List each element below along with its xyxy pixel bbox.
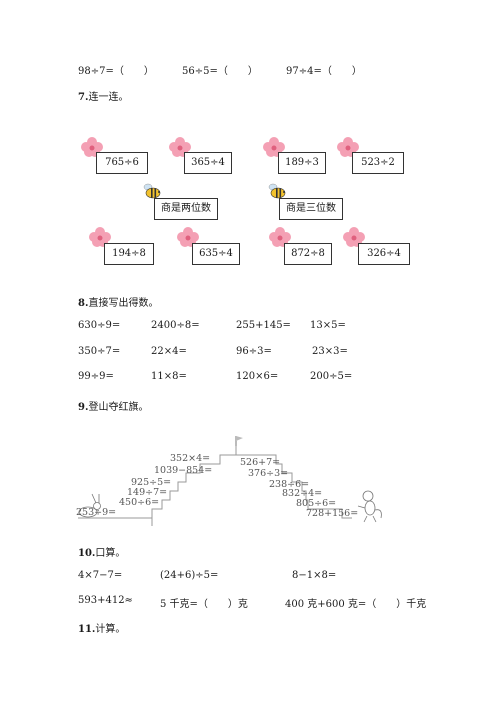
question-number: 8. <box>78 298 89 309</box>
q8-item: 13×5= <box>310 320 346 331</box>
question-10-heading: 10.口算。 <box>78 544 125 559</box>
flower-icon <box>263 137 285 157</box>
question-8-heading: 8.直接写出得数。 <box>78 294 158 309</box>
flower-icon <box>269 227 291 247</box>
q8-item: 99÷9= <box>78 371 114 382</box>
question-number: 10. <box>78 548 96 559</box>
question-title: 登山夺红旗。 <box>88 402 149 413</box>
left-step-5: 1039−854= <box>154 465 212 476</box>
connect-top-1: 765÷6 <box>96 152 148 174</box>
question-title: 直接写出得数。 <box>88 298 159 309</box>
connect-top-3: 189÷3 <box>278 152 326 174</box>
mountain-diagram: 253÷9= 450÷6= 149÷7= 925÷5= 1039−854= 35… <box>76 436 382 526</box>
q8-item: 11×8= <box>151 371 187 382</box>
connect-bottom-1: 194÷8 <box>104 243 154 265</box>
question-title: 口算。 <box>95 548 126 559</box>
red-flag-icon <box>235 436 243 446</box>
connect-top-2: 365÷4 <box>184 152 232 174</box>
right-step-3: 238÷6= <box>269 479 309 490</box>
left-step-6: 352×4= <box>170 453 210 464</box>
bee-icon <box>268 183 286 199</box>
connect-middle-1: 商是两位数 <box>154 198 218 220</box>
q8-item: 255+145= <box>236 320 291 331</box>
question-title: 连一连。 <box>88 92 129 103</box>
q10-item: 4×7−7= <box>78 570 123 581</box>
right-step-4: 832÷4= <box>282 488 322 499</box>
flower-icon <box>337 137 359 157</box>
flower-icon <box>81 137 103 157</box>
connect-bottom-2: 635÷4 <box>192 243 240 265</box>
connect-bottom-4: 326÷4 <box>358 243 410 265</box>
q8-item: 630÷9= <box>78 320 121 331</box>
q10-item: 8−1×8= <box>292 570 337 581</box>
q8-item: 350÷7= <box>78 346 121 357</box>
connect-top-4: 523÷2 <box>352 152 404 174</box>
q10-item: 400 克+600 克=（ ）千克 <box>285 599 427 610</box>
rabbit-icon <box>78 493 101 518</box>
left-step-3: 149÷7= <box>127 487 167 498</box>
q10-item: 593+412≈ <box>78 595 133 606</box>
connect-middle-2: 商是三位数 <box>279 198 343 220</box>
q8-item: 120×6= <box>236 371 279 382</box>
monkey-icon <box>357 490 382 523</box>
bee-icon <box>143 183 161 199</box>
q10-item: (24+6)÷5= <box>160 570 219 581</box>
q8-item: 2400÷8= <box>151 320 200 331</box>
flower-icon <box>89 227 111 247</box>
q8-item: 23×3= <box>312 346 348 357</box>
left-step-2: 450÷6= <box>119 497 159 508</box>
right-step-5: 805÷6= <box>296 498 336 509</box>
left-step-4: 925÷5= <box>131 477 171 488</box>
right-step-1: 526+7= <box>240 457 280 468</box>
question-11-heading: 11.计算。 <box>78 620 125 635</box>
question-9-heading: 9.登山夺红旗。 <box>78 398 148 413</box>
question-title: 计算。 <box>95 624 126 635</box>
q10-item: 5 千克=（ ）克 <box>160 599 248 610</box>
problem-top-2: 56÷5=（ ） <box>182 66 258 77</box>
q8-item: 96÷3= <box>236 346 272 357</box>
right-step-6: 728+156= <box>306 508 358 519</box>
q8-item: 200÷5= <box>310 371 353 382</box>
problem-top-3: 97÷4=（ ） <box>286 66 362 77</box>
question-number: 7. <box>78 92 89 103</box>
question-number: 11. <box>78 624 96 635</box>
question-number: 9. <box>78 402 89 413</box>
problem-top-1: 98÷7=（ ） <box>78 66 154 77</box>
left-step-1: 253÷9= <box>76 507 116 518</box>
q8-item: 22×4= <box>151 346 187 357</box>
question-7-heading: 7.连一连。 <box>78 88 128 103</box>
connect-bottom-3: 872÷8 <box>284 243 332 265</box>
right-step-2: 376÷3= <box>248 468 288 479</box>
